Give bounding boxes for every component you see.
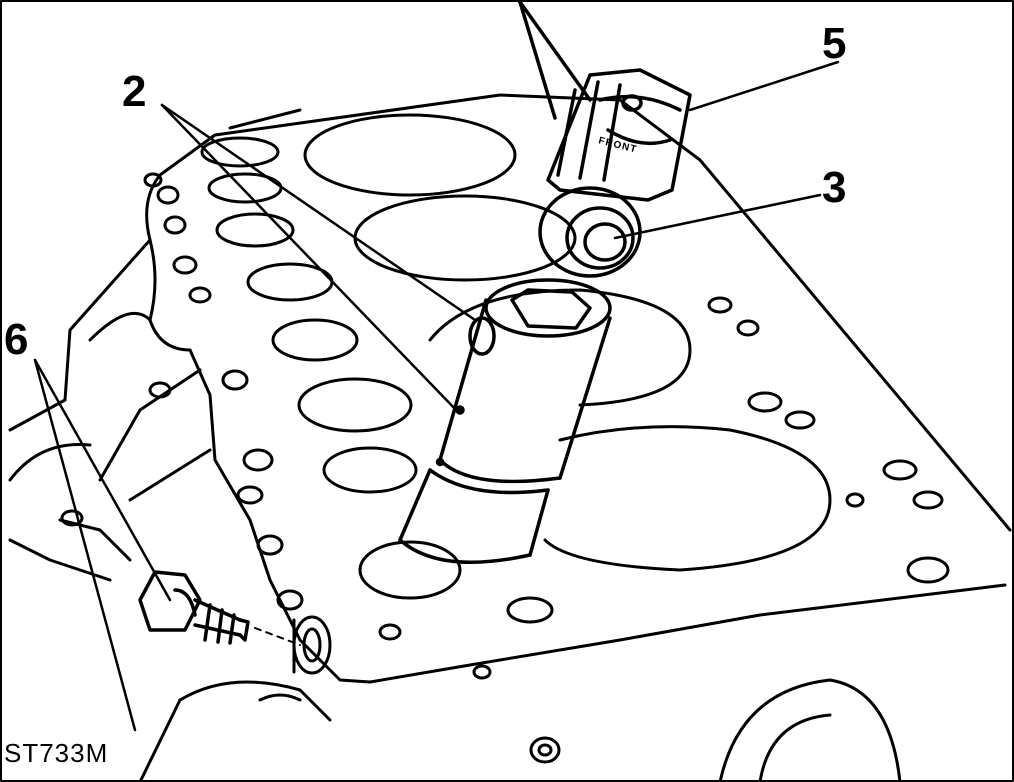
callout-2: 2 bbox=[122, 67, 147, 116]
leader-2a bbox=[160, 103, 477, 322]
roller bbox=[538, 186, 642, 278]
leader-2b bbox=[160, 103, 460, 414]
leader-6a bbox=[33, 358, 172, 602]
callout-5: 5 bbox=[822, 19, 847, 68]
sensor-plug bbox=[138, 570, 301, 646]
leader-3 bbox=[613, 193, 822, 240]
leader-lines bbox=[33, 60, 840, 732]
callout-6: 6 bbox=[4, 315, 29, 364]
cylinder-bores bbox=[303, 113, 832, 572]
figure-reference-code: ST733M bbox=[4, 738, 109, 768]
roller-guide bbox=[518, 0, 692, 202]
plug-boss bbox=[292, 615, 332, 675]
bore-4 bbox=[543, 425, 832, 572]
callout-3: 3 bbox=[822, 163, 847, 212]
bore-3 bbox=[428, 288, 692, 407]
leader-5 bbox=[688, 60, 840, 112]
bore-1 bbox=[303, 113, 517, 197]
leader-6b bbox=[33, 358, 137, 732]
deck-holes bbox=[60, 136, 950, 680]
cam-follower bbox=[398, 278, 612, 564]
